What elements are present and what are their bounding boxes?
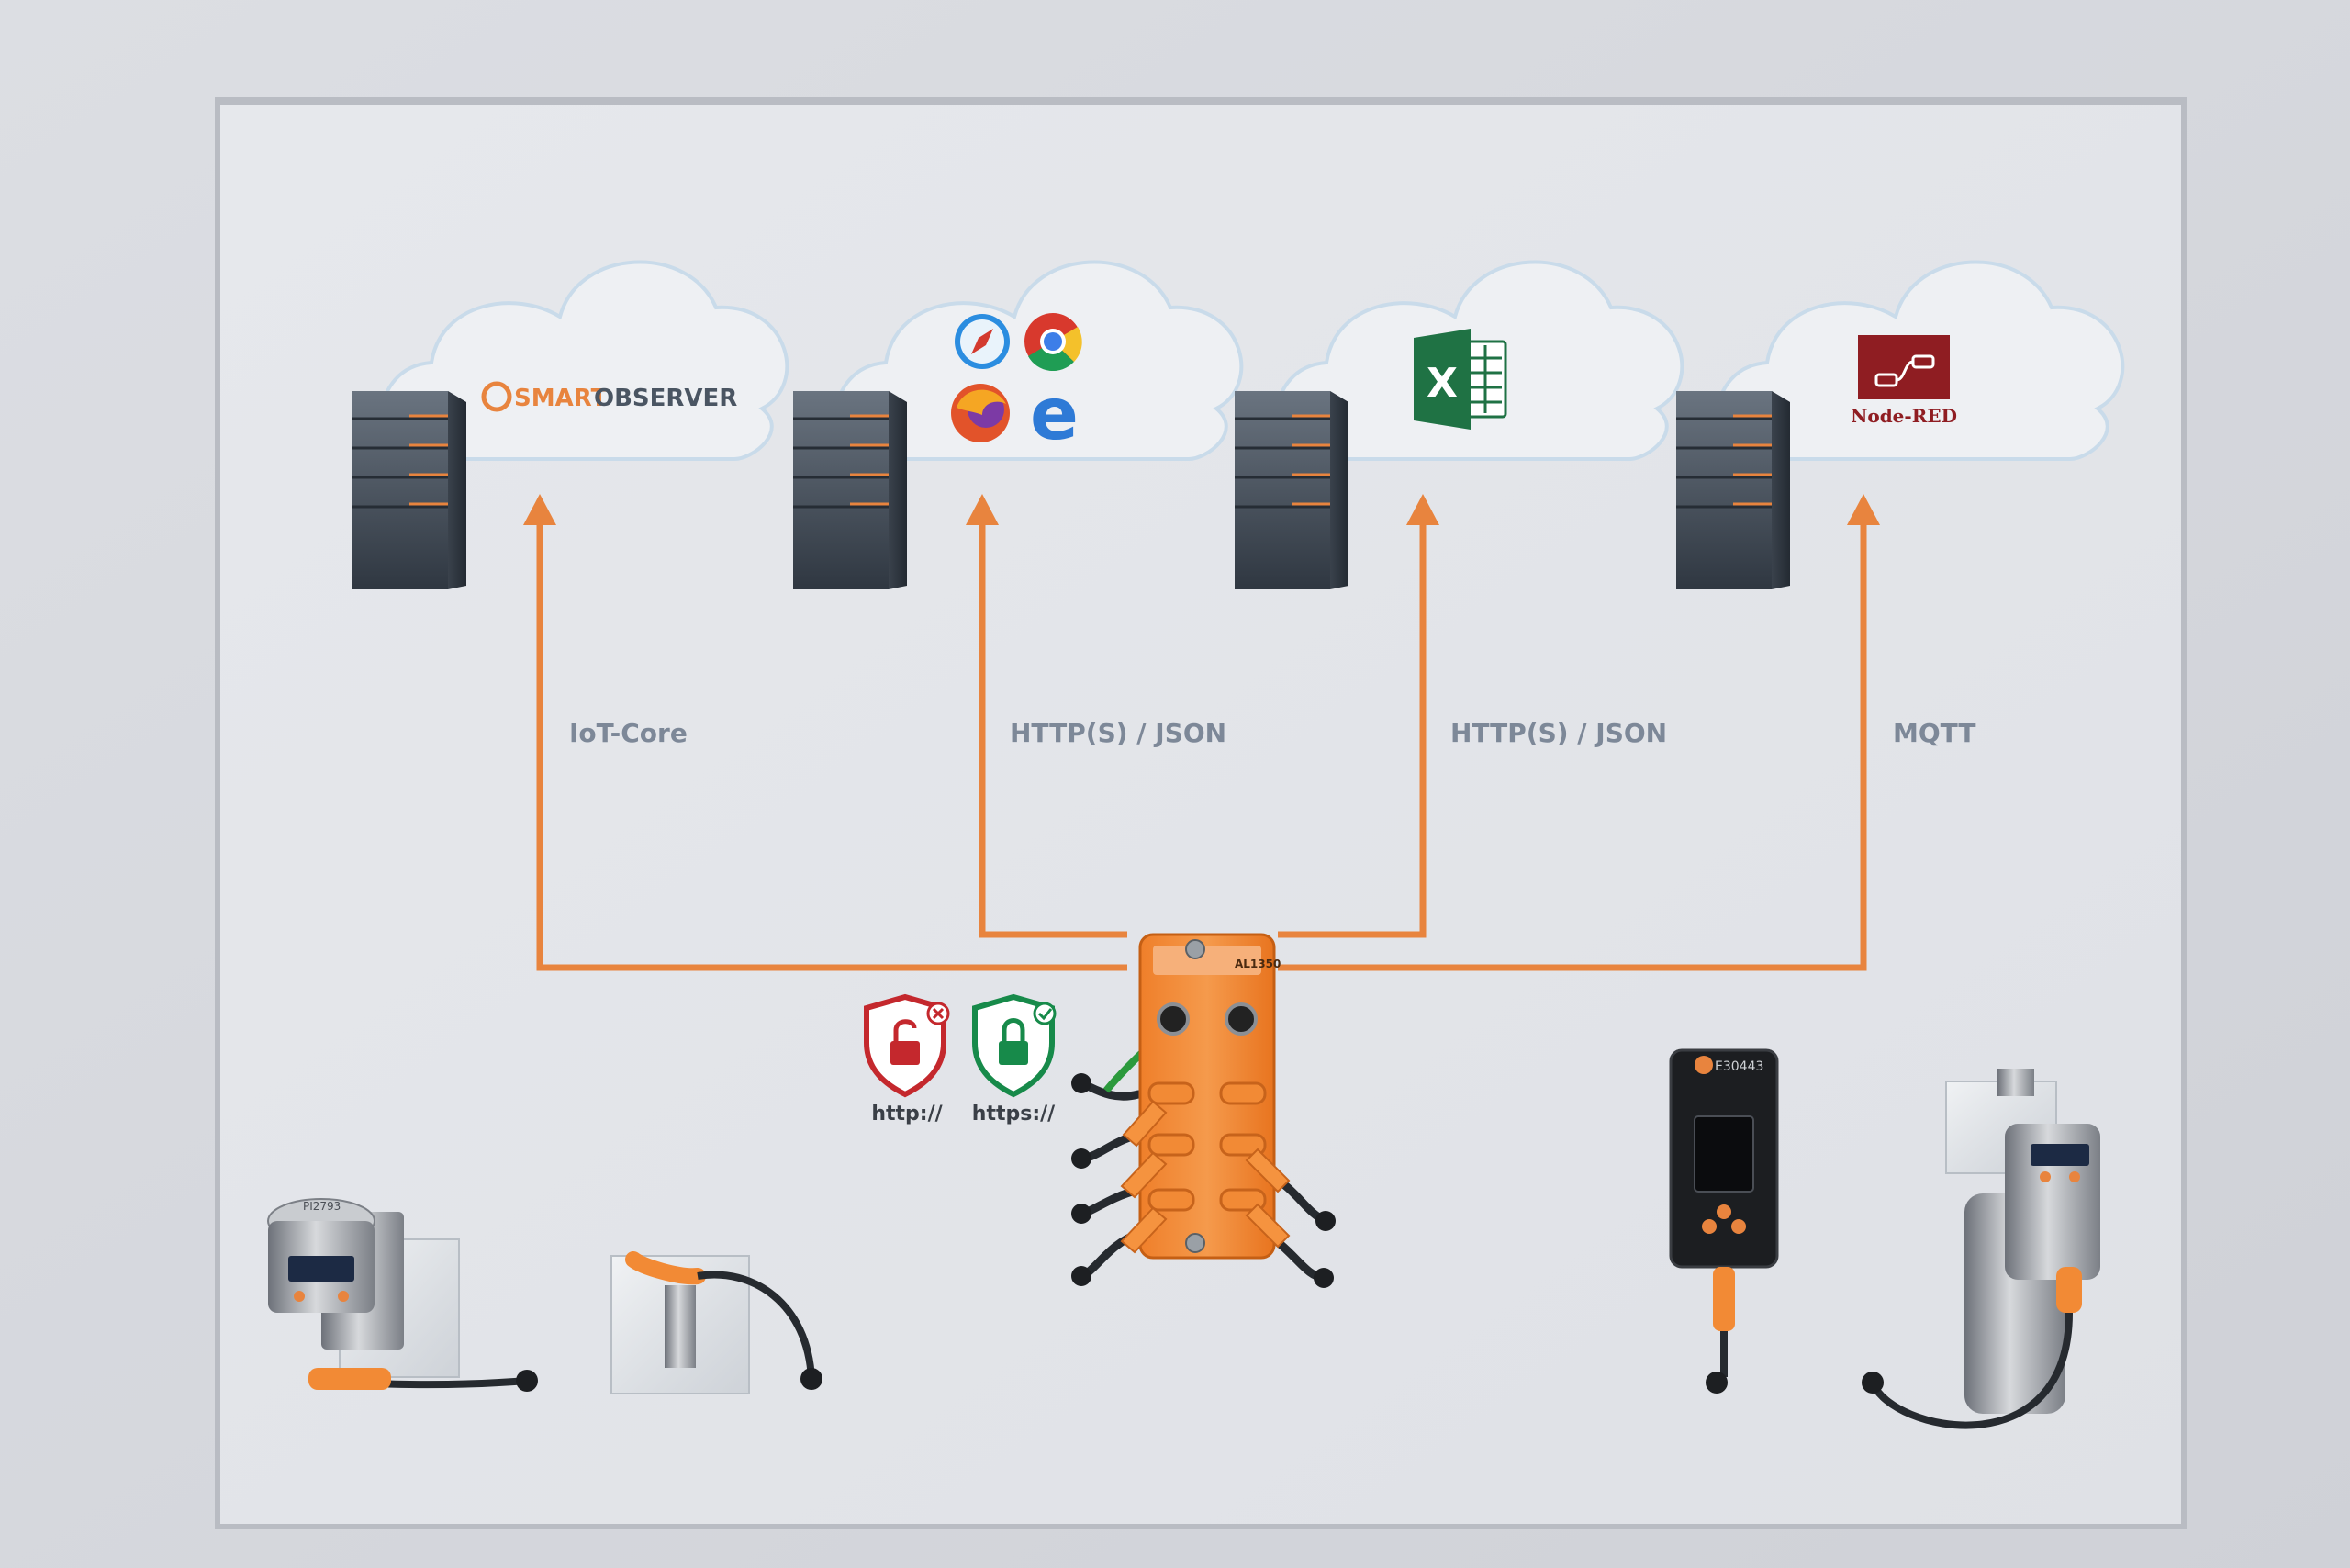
edge-icon: e — [1030, 374, 1079, 456]
node-red-icon — [1858, 335, 1950, 399]
temperature-sensor — [610, 1251, 822, 1394]
hub-port — [1225, 1002, 1258, 1036]
sensor-model-label: PI2793 — [303, 1200, 341, 1213]
hub-model-label: AL1350 — [1235, 958, 1281, 970]
server-4 — [1676, 391, 1790, 589]
secure-shield: https:// — [972, 993, 1057, 1126]
chrome-icon — [1024, 313, 1082, 372]
hub-connector-boots — [1120, 1100, 1291, 1254]
arrow-up-icon — [1406, 494, 1439, 525]
arrow-up-icon — [523, 494, 556, 525]
server-2 — [793, 391, 907, 589]
protocol-label-mqtt: MQTT — [1893, 718, 1976, 748]
arrow-up-icon — [1847, 494, 1880, 525]
svg-text:e: e — [1030, 374, 1079, 456]
node-red-logo: Node-RED — [1851, 335, 1957, 427]
flow-line-iot-core — [536, 514, 1127, 971]
excel-x-letter: X — [1427, 360, 1458, 407]
smartobserver-logo: SMART OBSERVER — [481, 381, 737, 412]
firefox-icon — [951, 384, 1010, 442]
display-device: E30443 — [1669, 1048, 1779, 1394]
flow-line-http-1 — [979, 514, 1127, 938]
safari-icon — [955, 314, 1010, 369]
hub-connectors — [1147, 1081, 1267, 1212]
server-1 — [352, 391, 466, 589]
cloud-smartobserver — [380, 260, 789, 461]
pressure-sensor-1: PI2793 — [267, 1198, 538, 1392]
protocol-label-http-1: HTTP(S) / JSON — [1010, 718, 1226, 748]
check-icon — [1033, 1002, 1057, 1025]
excel-logo: X — [1414, 329, 1507, 430]
http-label: http:// — [871, 1103, 943, 1126]
smartobserver-text-observer: OBSERVER — [594, 385, 737, 412]
flow-lines — [536, 514, 1867, 971]
node-red-text: Node-RED — [1851, 405, 1957, 427]
smartobserver-text-smart: SMART — [514, 385, 608, 412]
protocol-label-iot-core: IoT-Core — [569, 718, 688, 748]
display-model-label: E30443 — [1715, 1059, 1763, 1074]
smartobserver-icon — [481, 381, 512, 412]
https-label: https:// — [972, 1103, 1056, 1126]
insecure-shield: http:// — [864, 993, 950, 1126]
arrow-up-icon — [966, 494, 999, 525]
hub-port — [1157, 1002, 1190, 1036]
display-screen — [1694, 1115, 1754, 1193]
flow-line-mqtt — [1278, 514, 1867, 971]
flow-meter — [1862, 1069, 2100, 1429]
browser-logos: e — [951, 313, 1082, 456]
flow-line-http-2 — [1278, 514, 1427, 938]
io-link-master-hub: AL1350 — [1071, 933, 1336, 1288]
arrow-heads — [523, 494, 1880, 525]
protocol-label-http-2: HTTP(S) / JSON — [1450, 718, 1667, 748]
server-3 — [1235, 391, 1348, 589]
